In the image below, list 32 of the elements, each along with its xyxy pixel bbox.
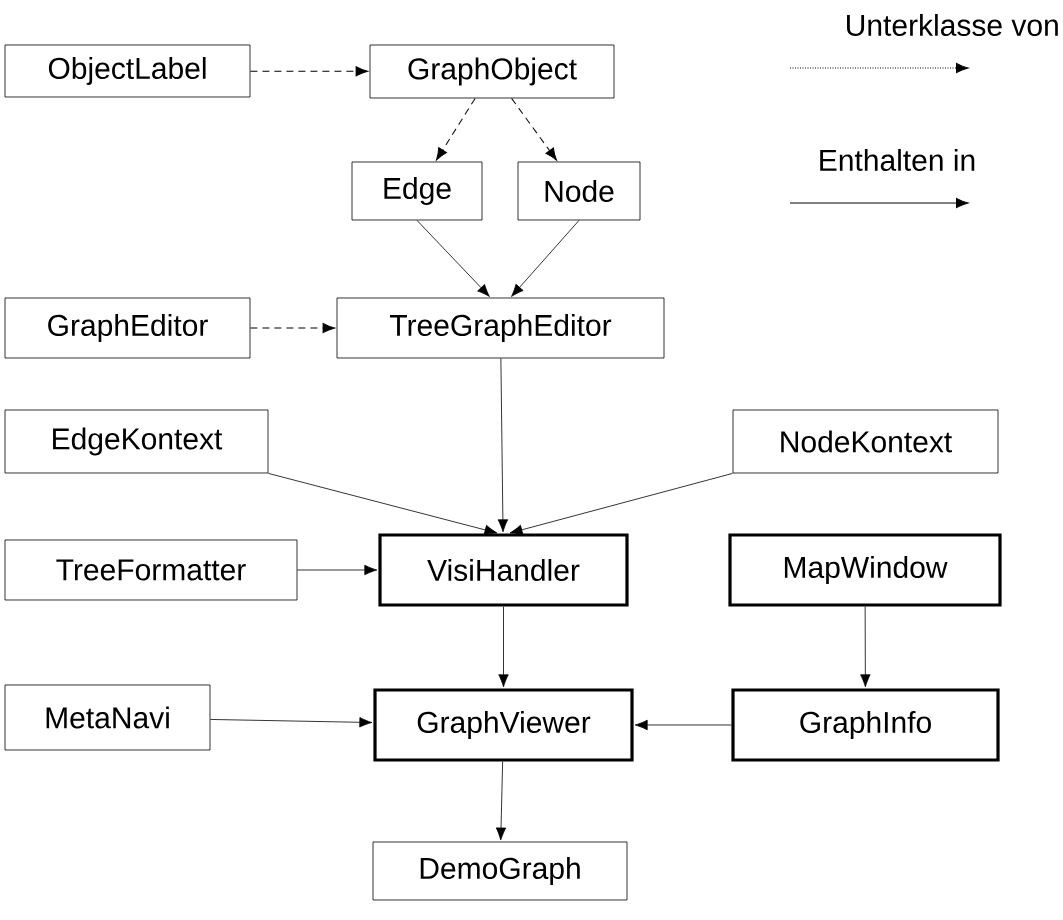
arrow bbox=[297, 564, 378, 576]
arrow bbox=[416, 220, 490, 297]
class-box: ObjectLabel bbox=[4, 44, 251, 98]
class-box: GraphViewer bbox=[373, 688, 634, 762]
arrow bbox=[497, 358, 509, 533]
legend-label: Unterklasse von bbox=[847, 14, 1058, 36]
class-box: Node bbox=[517, 161, 641, 221]
arrow bbox=[511, 97, 557, 161]
legend-label: Enthalten in bbox=[820, 149, 975, 171]
class-box: TreeGraphEditor bbox=[336, 297, 665, 359]
class-box: TreeFormatter bbox=[4, 539, 298, 601]
class-box: Edge bbox=[351, 161, 483, 221]
class-box: NodeKontext bbox=[732, 409, 999, 474]
class-box: MapWindow bbox=[728, 533, 1002, 607]
class-box: GraphEditor bbox=[4, 297, 251, 359]
arrow bbox=[495, 761, 507, 841]
arrow bbox=[268, 473, 498, 535]
arrow bbox=[249, 322, 336, 334]
class-box: VisiHandler bbox=[378, 533, 629, 607]
class-box: GraphObject bbox=[369, 44, 615, 99]
class-box: GraphInfo bbox=[731, 688, 1000, 762]
arrow bbox=[511, 220, 580, 297]
arrow bbox=[210, 717, 373, 728]
arrow bbox=[498, 606, 509, 688]
class-box: MetaNavi bbox=[4, 684, 211, 751]
arrow bbox=[249, 66, 369, 77]
arrow bbox=[634, 719, 732, 731]
arrow bbox=[436, 97, 476, 161]
class-box: EdgeKontext bbox=[4, 409, 269, 474]
arrow bbox=[509, 473, 733, 535]
class-box: DemoGraph bbox=[372, 841, 628, 901]
arrow bbox=[860, 606, 871, 688]
